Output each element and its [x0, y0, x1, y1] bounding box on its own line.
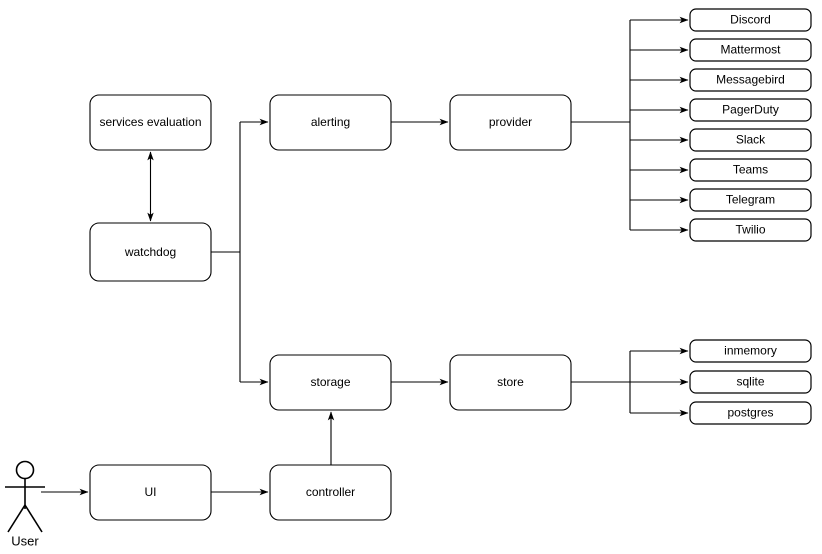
- leaf-store-sqlite-box[interactable]: [689, 370, 812, 394]
- leaf-provider-teams-box[interactable]: [689, 158, 812, 182]
- leaf-provider-telegram-label: Telegram: [726, 193, 775, 207]
- edge-provider-fanout: [571, 16, 689, 234]
- leaf-store-postgres-label: postgres: [727, 406, 773, 420]
- node-store[interactable]: store: [449, 354, 572, 411]
- leaf-provider-discord[interactable]: Discord: [689, 8, 812, 32]
- leaf-provider-twilio-box[interactable]: [689, 218, 812, 242]
- node-ui-box[interactable]: [89, 464, 212, 521]
- node-controller-box[interactable]: [269, 464, 392, 521]
- leaf-provider-mattermost[interactable]: Mattermost: [689, 38, 812, 62]
- leaf-provider-mattermost-box[interactable]: [689, 38, 812, 62]
- node-ui[interactable]: UI: [89, 464, 212, 521]
- node-storage[interactable]: storage: [269, 354, 392, 411]
- node-provider-label: provider: [489, 115, 532, 129]
- node-alerting-box[interactable]: [269, 94, 392, 151]
- node-ui-label: UI: [145, 485, 157, 499]
- actor-head-icon: [15, 460, 35, 480]
- leaf-provider-telegram[interactable]: Telegram: [689, 188, 812, 212]
- actor-leg-right: [24, 504, 43, 533]
- node-watchdog[interactable]: watchdog: [89, 222, 212, 282]
- leaf-provider-teams-label: Teams: [733, 163, 768, 177]
- leaf-store-sqlite-label: sqlite: [736, 375, 764, 389]
- leaf-provider-mattermost-label: Mattermost: [720, 43, 781, 57]
- leaf-provider-messagebird-label: Messagebird: [716, 73, 785, 87]
- leaf-provider-twilio[interactable]: Twilio: [689, 218, 812, 242]
- edge-watchdog-branch: [211, 118, 269, 386]
- actor-leg-left: [7, 504, 26, 533]
- leaf-provider-slack-box[interactable]: [689, 128, 812, 152]
- node-alerting-label: alerting: [311, 115, 350, 129]
- leaf-store-inmemory[interactable]: inmemory: [689, 339, 812, 363]
- leaf-store-inmemory-label: inmemory: [724, 344, 777, 358]
- leaf-provider-messagebird[interactable]: Messagebird: [689, 68, 812, 92]
- node-controller-label: controller: [306, 485, 355, 499]
- node-storage-label: storage: [310, 375, 350, 389]
- node-provider[interactable]: provider: [449, 94, 572, 151]
- leaf-provider-twilio-label: Twilio: [735, 223, 765, 237]
- leaf-provider-discord-label: Discord: [730, 13, 771, 27]
- node-watchdog-label: watchdog: [124, 245, 176, 259]
- leaf-provider-pagerduty-box[interactable]: [689, 98, 812, 122]
- actor-label: User: [11, 533, 39, 548]
- node-services-evaluation-box[interactable]: [89, 94, 212, 151]
- leaf-provider-pagerduty-label: PagerDuty: [722, 103, 779, 117]
- leaf-store-inmemory-box[interactable]: [689, 339, 812, 363]
- node-services-evaluation[interactable]: services evaluation: [89, 94, 212, 151]
- node-provider-box[interactable]: [449, 94, 572, 151]
- leaf-store-sqlite[interactable]: sqlite: [689, 370, 812, 394]
- node-services-evaluation-label: services evaluation: [99, 115, 201, 129]
- leaf-provider-pagerduty[interactable]: PagerDuty: [689, 98, 812, 122]
- leaf-provider-slack-label: Slack: [736, 133, 766, 147]
- node-store-label: store: [497, 375, 524, 389]
- node-storage-box[interactable]: [269, 354, 392, 411]
- edge-store-fanout: [571, 347, 689, 417]
- node-watchdog-box[interactable]: [89, 222, 212, 282]
- node-controller[interactable]: controller: [269, 464, 392, 521]
- leaf-provider-slack[interactable]: Slack: [689, 128, 812, 152]
- node-alerting[interactable]: alerting: [269, 94, 392, 151]
- leaf-provider-discord-box[interactable]: [689, 8, 812, 32]
- node-store-box[interactable]: [449, 354, 572, 411]
- leaf-provider-telegram-box[interactable]: [689, 188, 812, 212]
- user-actor[interactable]: User: [5, 460, 45, 549]
- leaf-store-postgres[interactable]: postgres: [689, 401, 812, 425]
- leaf-provider-messagebird-box[interactable]: [689, 68, 812, 92]
- leaf-store-postgres-box[interactable]: [689, 401, 812, 425]
- leaf-provider-teams[interactable]: Teams: [689, 158, 812, 182]
